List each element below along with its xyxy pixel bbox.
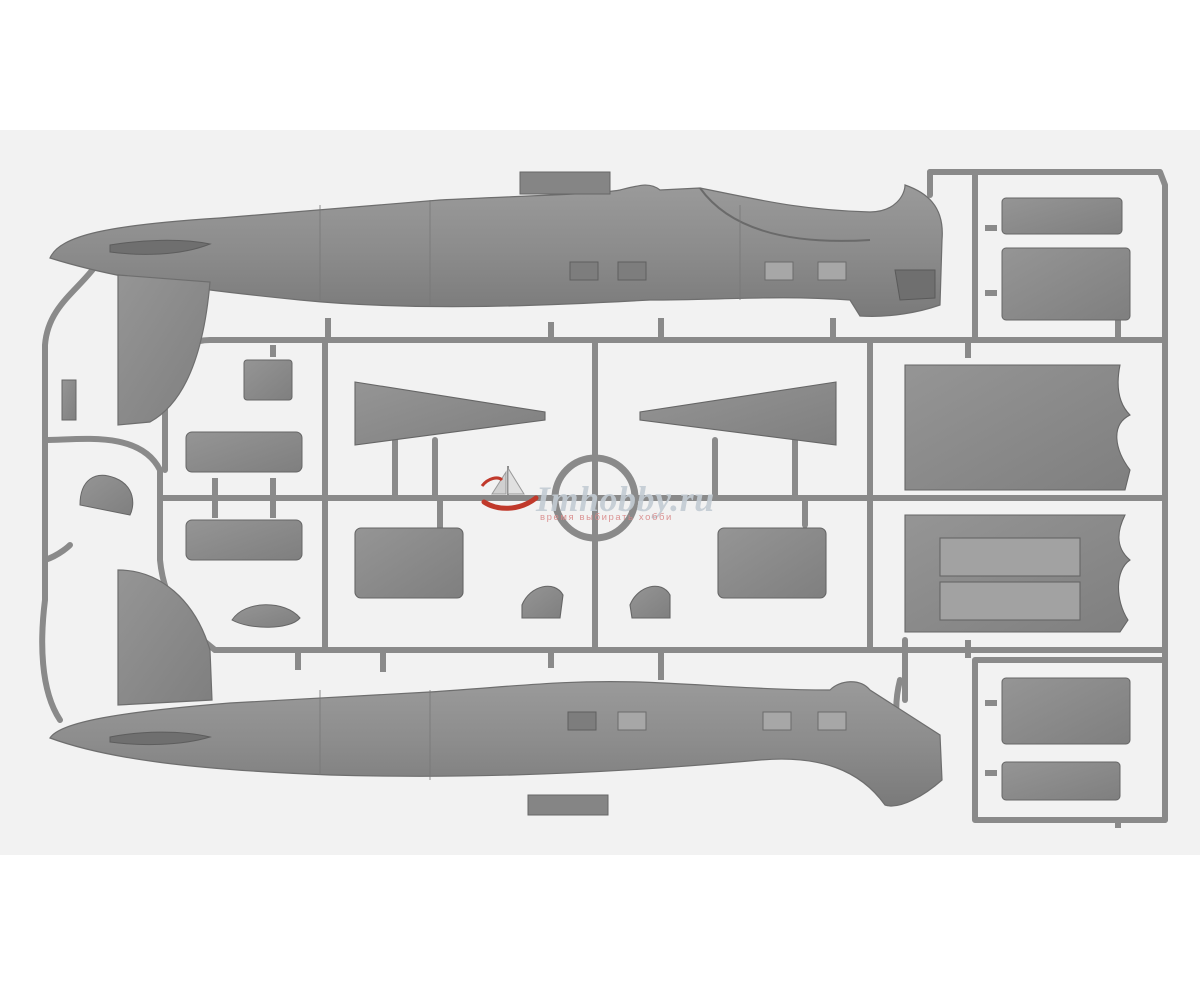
- wing-panels: [354, 381, 837, 619]
- fuselage-lower: [49, 681, 943, 816]
- nacelle-panels: [904, 364, 1131, 633]
- small-parts: [61, 359, 303, 628]
- watermark-domain: Imhobby.ru: [536, 479, 715, 519]
- tail-fin-lower: [117, 569, 213, 706]
- side-boxes: [1001, 197, 1131, 801]
- tail-fin-upper: [117, 274, 211, 426]
- fuselage-upper: [49, 171, 943, 317]
- ship-logo-icon: [480, 466, 539, 511]
- sprue-gates: [212, 225, 1121, 828]
- watermark-tagline: время выбирать хобби: [540, 512, 673, 523]
